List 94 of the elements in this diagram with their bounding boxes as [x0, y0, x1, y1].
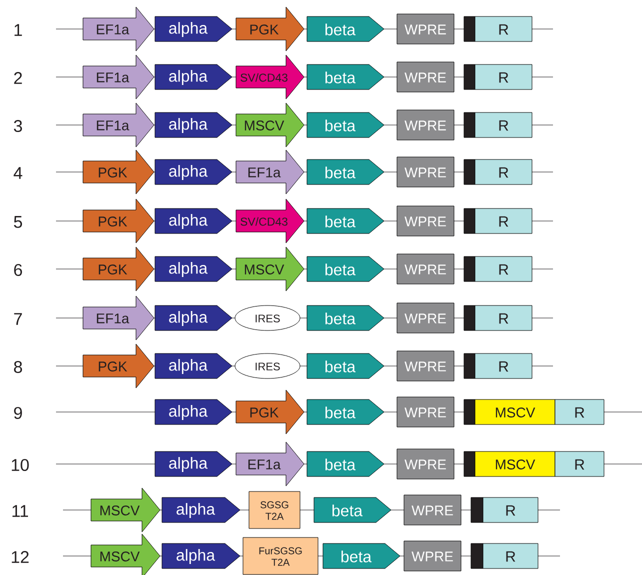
row-number: 9 [14, 406, 22, 420]
element-box: MSCV [474, 451, 556, 477]
promoter-element: SV/CD43 [236, 198, 304, 244]
element-box: FurSGSG T2A [242, 537, 318, 575]
end-bar [464, 451, 476, 477]
end-bar [464, 208, 476, 234]
element-box: MSCV [474, 399, 556, 425]
promoter-element: PGK [82, 150, 154, 194]
element-box: WPRE [396, 350, 454, 382]
element-box: R [474, 112, 532, 138]
promoter-element: PGK [236, 6, 304, 52]
end-bar [470, 497, 484, 523]
element-box: R [474, 159, 532, 185]
gene-element: alpha [154, 112, 232, 138]
element-box: R [482, 543, 538, 569]
element-box: R [554, 451, 604, 477]
row-number: 3 [14, 120, 22, 132]
end-bar [464, 305, 476, 331]
gene-element: beta [306, 208, 384, 234]
end-bar [464, 16, 476, 42]
promoter-element: EF1a [82, 54, 154, 100]
promoter-element: MSCV [90, 488, 160, 532]
element-box: WPRE [396, 62, 454, 92]
gene-element: alpha [162, 543, 240, 569]
element-box: R [474, 305, 532, 331]
gene-element: alpha [154, 451, 232, 477]
element-box: R [554, 399, 604, 425]
row-number: 5 [14, 216, 22, 228]
element-box: WPRE [396, 396, 454, 428]
gene-element: alpha [154, 64, 232, 90]
row-number: 10 [12, 458, 29, 472]
gene-element: alpha [154, 399, 232, 425]
element-box: WPRE [396, 254, 454, 284]
promoter-element: EF1a [236, 442, 304, 486]
promoter-element: PGK [82, 344, 154, 388]
promoter-element: EF1a [82, 296, 154, 340]
gene-element: alpha [162, 497, 240, 523]
promoter-element: PGK [82, 198, 154, 244]
gene-element: beta [306, 64, 384, 90]
row-number: 2 [14, 72, 22, 84]
gene-element: beta [306, 112, 384, 138]
row-number: 12 [12, 551, 29, 563]
gene-element: beta [322, 543, 400, 569]
gene-element: beta [306, 451, 384, 477]
element-box: WPRE [396, 156, 454, 188]
promoter-element: PGK [82, 246, 154, 292]
row-number: 8 [14, 360, 22, 374]
gene-element: beta [306, 159, 384, 185]
gene-element: beta [306, 353, 384, 379]
end-bar [464, 399, 476, 425]
promoter-element: SV/CD43 [236, 54, 304, 100]
element-box: WPRE [396, 448, 454, 480]
row-number: 6 [14, 264, 22, 276]
gene-element: alpha [154, 159, 232, 185]
promoter-element: EF1a [82, 102, 154, 148]
gene-element: alpha [154, 208, 232, 234]
end-bar [470, 543, 484, 569]
element-box: WPRE [404, 540, 462, 572]
gene-element: beta [306, 305, 384, 331]
gene-element: alpha [154, 16, 232, 42]
end-bar [464, 112, 476, 138]
gene-element: alpha [154, 256, 232, 282]
gene-element: alpha [154, 305, 232, 331]
end-bar [464, 353, 476, 379]
promoter-element: EF1a [82, 6, 154, 52]
end-bar [464, 159, 476, 185]
gene-element: alpha [154, 353, 232, 379]
element-box: WPRE [396, 110, 454, 140]
element-box: WPRE [396, 14, 454, 44]
element-box: R [474, 208, 532, 234]
gene-element: beta [314, 497, 392, 523]
row-number: 1 [14, 24, 22, 36]
element-box: R [482, 497, 538, 523]
element-box: WPRE [404, 494, 462, 526]
gene-element: beta [306, 256, 384, 282]
element-box: R [474, 16, 532, 42]
row-number: 4 [14, 167, 22, 179]
element-box: R [474, 64, 532, 90]
element-box: R [474, 256, 532, 282]
end-bar [464, 64, 476, 90]
row-number: 11 [12, 505, 28, 517]
promoter-element: PGK [236, 390, 304, 434]
promoter-element: MSCV [236, 246, 304, 292]
promoter-element: EF1a [236, 150, 304, 194]
element-box: WPRE [396, 302, 454, 334]
element-box: R [474, 353, 532, 379]
element-box: SGSG T2A [248, 491, 300, 529]
row-number: 7 [14, 313, 22, 325]
promoter-element: MSCV [236, 102, 304, 148]
element-box: WPRE [396, 206, 454, 236]
gene-element: beta [306, 399, 384, 425]
gene-element: beta [306, 16, 384, 42]
promoter-element: MSCV [90, 534, 160, 575]
end-bar [464, 256, 476, 282]
